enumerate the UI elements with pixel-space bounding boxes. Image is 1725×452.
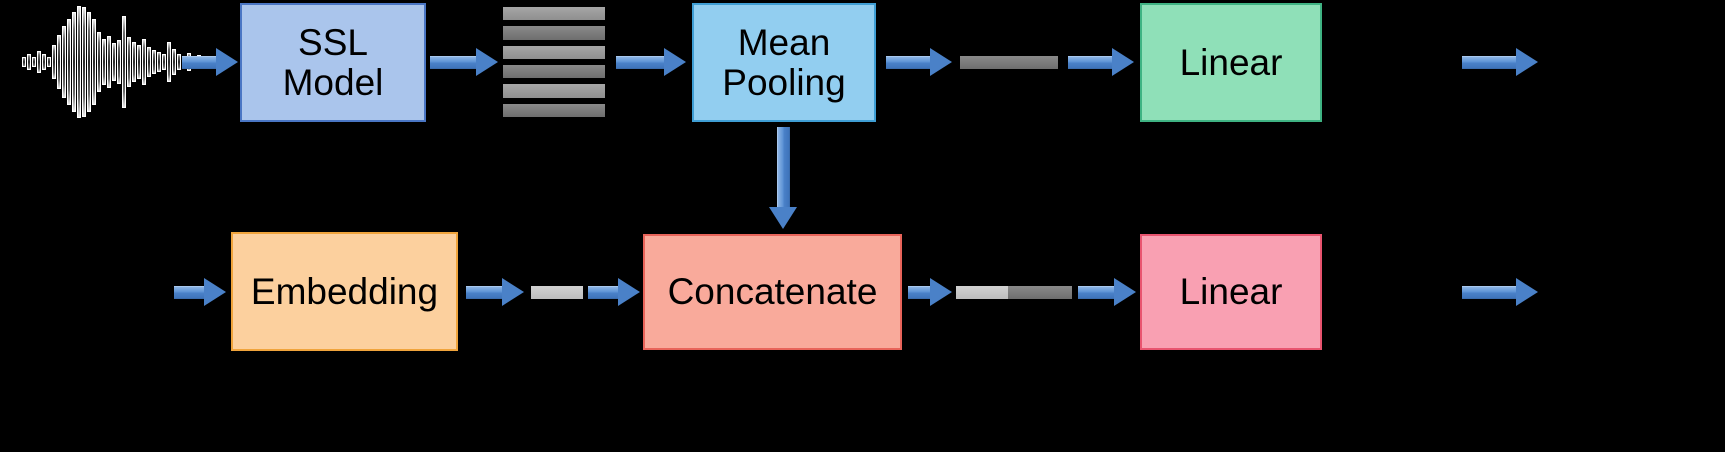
waveform-bar <box>112 43 116 81</box>
arrow-shaft <box>1462 285 1518 299</box>
ssl-model-label: SSL Model <box>282 21 384 103</box>
linear-top-label: Linear <box>1179 41 1283 83</box>
arrow-head-icon <box>204 278 226 306</box>
arrow-shaft <box>1068 55 1114 69</box>
waveform-bar <box>167 42 171 82</box>
waveform-bar <box>67 19 71 105</box>
arrow-shaft <box>776 127 790 209</box>
waveform-bar <box>147 47 151 77</box>
waveform-bar <box>87 12 91 112</box>
concatenate-label: Concatenate <box>667 271 878 313</box>
waveform-bar <box>137 45 141 79</box>
feature-frame-row <box>503 7 605 21</box>
waveform-bar <box>22 57 26 67</box>
waveform-bar <box>47 57 51 67</box>
node-ssl-model[interactable]: SSL Model <box>240 3 426 122</box>
embedding-label: Embedding <box>250 270 439 312</box>
waveform-bar <box>162 54 166 70</box>
ssl-feature-frames <box>503 7 605 117</box>
waveform-bar <box>102 39 106 85</box>
arrow-shaft <box>588 285 620 299</box>
node-linear-top[interactable]: Linear <box>1140 3 1322 122</box>
concatenated-vector-bar <box>956 286 1072 299</box>
arrow-shaft <box>182 55 218 69</box>
arrow-head-icon <box>618 278 640 306</box>
waveform-bar <box>122 16 126 108</box>
arrow-head-icon <box>1516 48 1538 76</box>
node-mean-pooling[interactable]: Mean Pooling <box>692 3 876 122</box>
embedding-segment <box>956 286 1008 299</box>
arrow-shaft <box>430 55 478 69</box>
arrow-head-icon <box>1516 278 1538 306</box>
arrow-head-icon <box>930 48 952 76</box>
arrow-shaft <box>886 55 932 69</box>
feature-frame-row <box>503 84 605 98</box>
waveform-bar <box>27 54 31 70</box>
waveform-bar <box>97 32 101 92</box>
waveform-bar <box>177 54 181 70</box>
arrow-shaft <box>616 55 666 69</box>
arrow-shaft <box>466 285 504 299</box>
pooled-segment <box>1008 286 1072 299</box>
arrow-shaft <box>174 285 206 299</box>
feature-frame-row <box>503 103 605 117</box>
waveform-bar <box>37 51 41 73</box>
pooled-vector-bar <box>960 56 1058 69</box>
feature-frame-row <box>503 45 605 59</box>
arrow-head-icon <box>216 48 238 76</box>
waveform-bar <box>127 37 131 87</box>
arrow-shaft <box>1078 285 1116 299</box>
embedding-vector-bar <box>531 286 583 299</box>
waveform-bar <box>142 39 146 85</box>
waveform-bar <box>77 6 81 118</box>
arrow-head-icon <box>664 48 686 76</box>
waveform-bar <box>152 50 156 74</box>
waveform-bar <box>132 42 136 82</box>
waveform-bar <box>32 57 36 67</box>
node-concatenate[interactable]: Concatenate <box>643 234 902 350</box>
feature-frame-row <box>503 65 605 79</box>
arrow-head-icon <box>1112 48 1134 76</box>
arrow-head-icon <box>930 278 952 306</box>
waveform-bar <box>42 54 46 70</box>
arrow-head-icon <box>502 278 524 306</box>
waveform-bar <box>172 49 176 75</box>
feature-frame-row <box>503 26 605 40</box>
waveform-bar <box>52 45 56 79</box>
arrow-head-icon <box>1114 278 1136 306</box>
arrow-shaft <box>908 285 932 299</box>
waveform-bar <box>92 19 96 105</box>
waveform-bar <box>72 12 76 112</box>
waveform-bar <box>107 36 111 88</box>
arrow-head-icon <box>476 48 498 76</box>
linear-bottom-label: Linear <box>1179 271 1283 313</box>
node-linear-bottom[interactable]: Linear <box>1140 234 1322 350</box>
waveform-bar <box>117 40 121 84</box>
waveform-bar <box>57 35 61 89</box>
node-embedding[interactable]: Embedding <box>231 232 458 351</box>
audio-waveform <box>22 6 206 118</box>
waveform-bar <box>157 52 161 72</box>
mean-pooling-label: Mean Pooling <box>722 21 846 103</box>
waveform-bar <box>82 7 86 117</box>
waveform-bar <box>62 26 66 98</box>
arrow-head-icon <box>769 207 797 229</box>
arrow-shaft <box>1462 55 1518 69</box>
